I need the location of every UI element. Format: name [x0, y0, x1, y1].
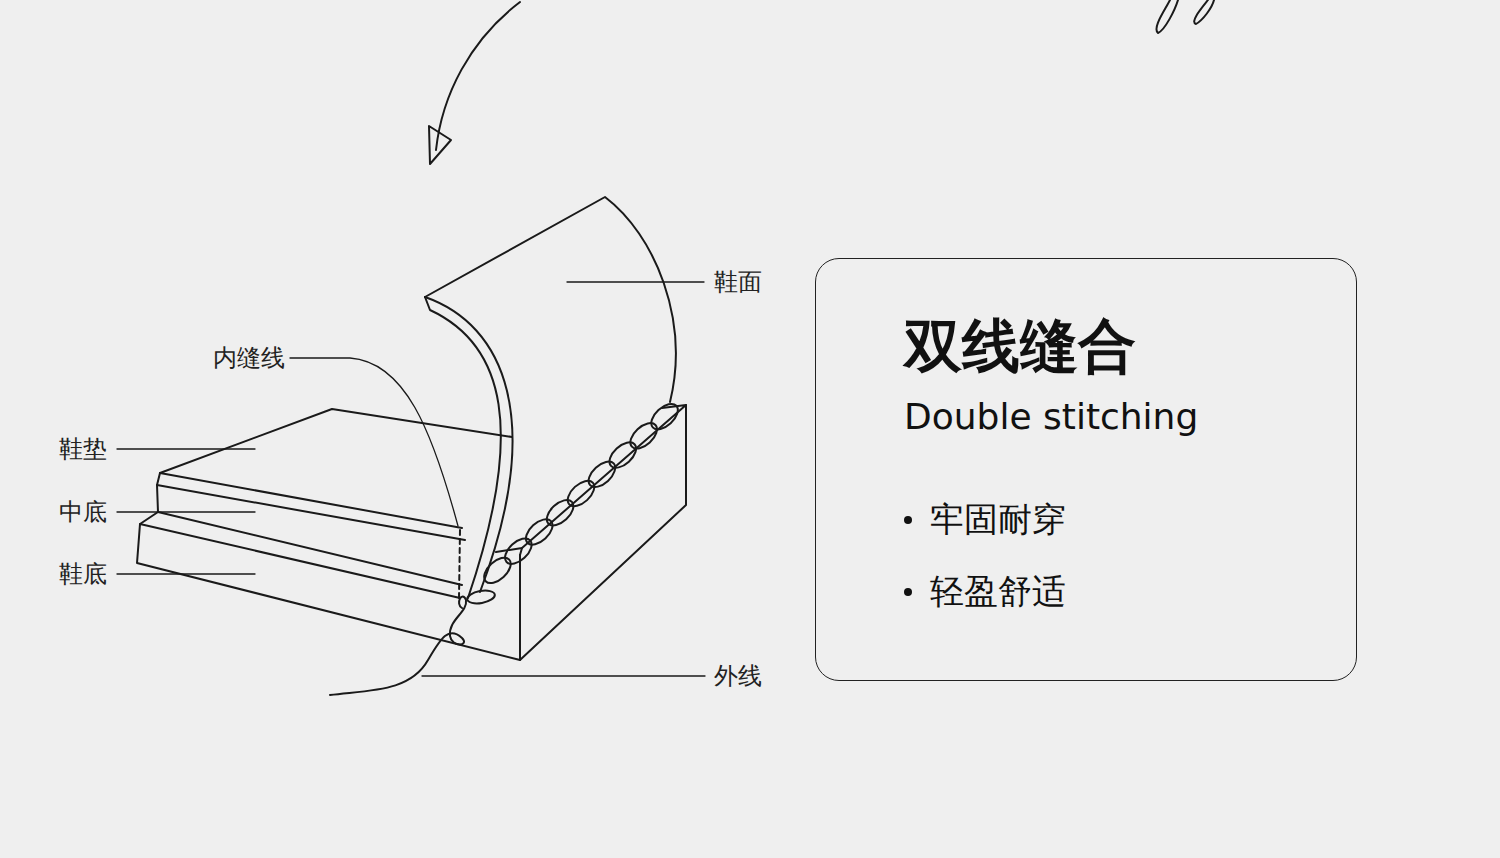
- stitch-loop: [500, 534, 536, 569]
- outsole-side: [520, 405, 686, 660]
- leader-line: [117, 448, 255, 449]
- bullet-item: 轻盈舒适: [930, 571, 1066, 612]
- leader-line: [567, 281, 704, 282]
- part-label: 中底: [59, 498, 107, 526]
- insole-edge: [160, 473, 462, 528]
- midsole: [157, 473, 160, 512]
- upper-edge: [425, 297, 501, 598]
- part-label: 内缝线: [213, 344, 285, 372]
- curved-arrow: [436, 2, 520, 150]
- upper-edge: [425, 297, 512, 592]
- welt: [496, 405, 686, 552]
- stitch-loop: [605, 438, 641, 473]
- stitch-loop: [480, 553, 516, 588]
- arrow-head: [429, 126, 451, 164]
- stitch-loop: [647, 399, 683, 434]
- leader-line: [290, 358, 458, 526]
- feature-card: 双线缝合 Double stitching 牢固耐穿轻盈舒适: [815, 258, 1357, 681]
- upper: [425, 197, 676, 402]
- welt: [520, 548, 522, 555]
- leader-line: [422, 675, 705, 676]
- bullet-dot: [904, 516, 912, 524]
- stitch-loop: [521, 514, 557, 549]
- part-label: 鞋垫: [59, 435, 107, 463]
- leader-line: [117, 573, 255, 574]
- squiggle: [1194, 0, 1214, 24]
- stitch-loop: [563, 476, 599, 511]
- outsole-step: [140, 524, 460, 598]
- part-label: 鞋底: [59, 560, 107, 588]
- outer-stitch: [480, 399, 683, 588]
- bullet-item: 牢固耐穿: [930, 499, 1066, 540]
- card-title: 双线缝合: [904, 311, 1136, 381]
- thread: [330, 596, 466, 695]
- stitch-loop: [584, 457, 620, 492]
- inner-stitch: [459, 530, 460, 598]
- stitch-hole: [466, 589, 496, 606]
- part-label: 鞋面: [714, 268, 762, 296]
- leader-line: [117, 511, 255, 512]
- card-subtitle: Double stitching: [904, 395, 1198, 438]
- insole: [160, 409, 512, 473]
- stitch-loop: [542, 495, 578, 530]
- squiggle: [1156, 0, 1178, 33]
- part-label: 外线: [714, 662, 762, 690]
- stitch-loop: [626, 418, 662, 453]
- bullet-dot: [904, 588, 912, 596]
